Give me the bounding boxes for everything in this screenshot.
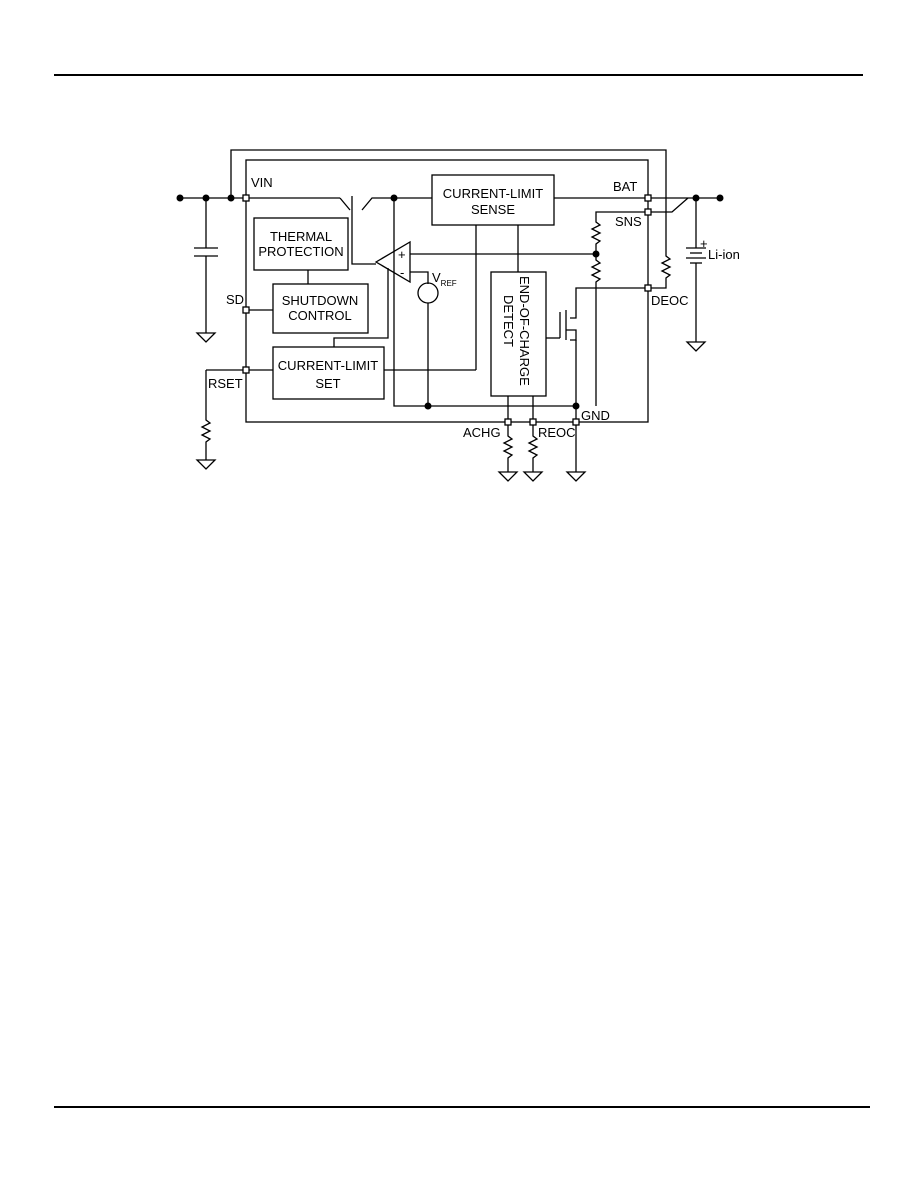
mosfet-drain-wire [570,287,648,319]
pin-sns [644,208,652,216]
thermal-protection-label-1: THERMAL [270,229,332,244]
opamp-plus-sign: + [398,247,406,262]
end-of-charge-detect-label-2: DETECT [501,295,516,347]
ground-reoc-icon [522,471,544,482]
pin-bat [644,194,652,202]
thermal-protection-block [253,217,349,271]
gnd-label: GND [581,408,610,423]
mosfet-source-wire [566,329,577,341]
outer-feedback-wire [230,149,667,252]
current-limit-sense-block [431,174,555,226]
pin-sd [242,306,250,314]
junction-dot [716,194,724,202]
thermal-protection-label-2: PROTECTION [258,244,343,259]
inner-ground-wire [393,198,576,407]
end-of-charge-detect-label-1: END-OF-CHARGE [517,276,532,386]
vin-label: VIN [251,175,273,190]
junction-dot [227,194,235,202]
pass-transistor-drive [351,214,376,265]
ground-cap-icon [195,332,217,343]
header-rule [54,74,863,76]
vref-label: VREF [432,270,457,288]
pin-reoc [529,418,537,426]
achg-resistor [502,422,514,472]
junction-dot [424,402,432,410]
pass-transistor-emitter [339,197,351,211]
ground-rset-icon [195,459,217,470]
rset-resistor [200,370,212,460]
current-limit-set-label-1: CURRENT-LIMIT [278,358,378,373]
sns-divider-resistors [590,211,648,406]
sd-label: SD [226,292,244,307]
pin-rset [242,366,250,374]
shutdown-control-block [272,283,369,334]
junction-dot [390,194,398,202]
ground-gnd-icon [565,471,587,482]
deoc-label: DEOC [651,293,689,308]
sns-label: SNS [615,214,642,229]
sns-external-link [648,197,689,213]
ground-achg-icon [497,471,519,482]
current-limit-sense-label-1: CURRENT-LIMIT [443,186,543,201]
reoc-resistor [527,422,539,472]
shutdown-control-label-2: CONTROL [288,308,352,323]
junction-dot [572,402,580,410]
battery-plus-sign: + [700,236,708,251]
opamp-minus-wire [410,271,429,284]
junction-dot [176,194,184,202]
deoc-resistor [648,252,672,289]
battery-label: Li-ion [708,247,740,262]
current-limit-set-block [272,346,385,400]
opamp-minus-sign: - [400,265,404,280]
pin-gnd [572,418,580,426]
footer-rule [54,1106,870,1108]
error-amplifier [374,240,411,284]
achg-label: ACHG [463,425,501,440]
current-limit-set-label-2: SET [315,376,340,391]
reoc-label: REOC [538,425,576,440]
bat-label: BAT [613,179,637,194]
pin-vin [242,194,250,202]
pin-deoc [644,284,652,292]
pass-transistor-collector [361,197,432,211]
junction-dot [692,194,700,202]
rset-label: RSET [208,376,243,391]
end-of-charge-detect-block [490,271,547,397]
shutdown-control-label-1: SHUTDOWN [282,293,359,308]
current-limit-sense-label-2: SENSE [471,202,515,217]
vref-source-icon [417,282,439,304]
junction-dot [202,194,210,202]
ground-battery-icon [685,341,707,352]
set-to-opamp-wire [333,268,389,347]
pin-achg [504,418,512,426]
junction-dot [592,250,600,258]
